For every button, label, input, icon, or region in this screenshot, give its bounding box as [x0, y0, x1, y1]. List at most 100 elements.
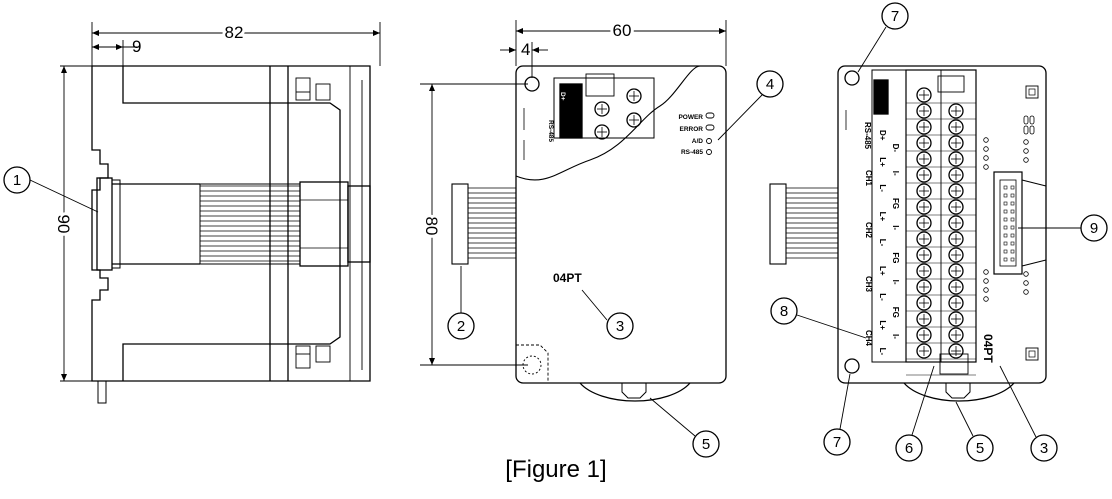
terminal-screw-icon: [948, 135, 964, 151]
terminal-screw-icon: [916, 103, 932, 119]
callout-8-circle: [770, 297, 798, 325]
terminal-label: D+: [878, 130, 887, 141]
terminal-screw-icon: [916, 231, 932, 247]
terminal-label: D-: [891, 144, 900, 153]
terminal-screw-icon: [948, 247, 964, 263]
callout-4-circle: [756, 70, 784, 98]
terminal-screw-icon: [916, 151, 932, 167]
channel-label-ch4: CH4: [864, 330, 873, 347]
front-model-label: 04PT: [553, 271, 582, 285]
callout-2-number: 2: [457, 318, 465, 335]
terminal-labels: D+ D- L+ I- L- FG L+ I- L- FG L+ I- L- FG L+ I- L-: [878, 130, 900, 355]
dim-4-label: 4: [521, 40, 530, 59]
channel-label-ch2: CH2: [864, 222, 873, 239]
callout-5-number-right: 5: [976, 440, 984, 457]
terminal-screw-icon: [948, 327, 964, 343]
terminal-screw-icon: [916, 327, 932, 343]
callout-7-number-top: 7: [891, 8, 899, 25]
led-label-rs485: RS-485: [681, 149, 703, 156]
callout-4-number: 4: [766, 76, 774, 93]
channel-label-ch3: CH3: [864, 276, 873, 293]
terminal-screw-icon: [916, 263, 932, 279]
dim-9-label: 9: [132, 37, 141, 56]
dim-80-label: 80: [422, 217, 441, 236]
terminal-label: L-: [878, 348, 887, 356]
terminal-screw-icon: [916, 295, 932, 311]
callout-6-number: 6: [905, 440, 913, 457]
figure-caption: [Figure 1]: [505, 456, 607, 483]
terminal-screw-icon: [948, 167, 964, 183]
callout-3-circle-right: [1030, 434, 1058, 462]
callout-5-number: 5: [702, 436, 710, 453]
callout-3-circle: [606, 312, 634, 340]
callout-8-number: 8: [780, 303, 788, 320]
terminal-label: L+: [878, 320, 887, 330]
front-view: [420, 20, 784, 458]
indicator-dots: [983, 115, 1035, 302]
dim-60-label: 60: [613, 21, 632, 40]
callout-7-circle-bottom: [823, 428, 851, 456]
terminal-label: L+: [878, 157, 887, 167]
led-label-ad: A/D: [692, 138, 704, 145]
terminal-screw-icon: [916, 247, 932, 263]
dim-82-label: 82: [225, 23, 244, 42]
terminal-model-label: 04PT: [981, 334, 995, 363]
terminal-screw-icon: [948, 343, 964, 359]
terminal-screw-icon: [916, 279, 932, 295]
callout-3-number-right: 3: [1040, 440, 1048, 457]
terminal-screw-icon: [948, 295, 964, 311]
callout-7-number-bottom: 7: [833, 434, 841, 451]
terminal-label: L-: [878, 184, 887, 192]
callout-5-circle-right: [966, 434, 994, 462]
terminal-port-label: RS-485: [863, 122, 872, 150]
terminal-screw-icon: [948, 183, 964, 199]
channel-label-ch1: CH1: [864, 170, 873, 187]
callout-5-circle: [692, 430, 720, 458]
terminal-screw-icon: [916, 199, 932, 215]
terminal-view: [769, 2, 1108, 462]
terminal-screw-icon: [948, 215, 964, 231]
terminal-screw-icon: [916, 119, 932, 135]
terminal-label: I-: [891, 280, 900, 285]
front-terminal-d-plus: D+: [559, 92, 566, 101]
terminal-screw-icon: [948, 199, 964, 215]
terminal-screw-icon: [948, 311, 964, 327]
terminal-screw-icon: [916, 135, 932, 151]
led-label-error: ERROR: [680, 126, 704, 133]
terminal-screw-icon: [916, 183, 932, 199]
terminal-screw-icon: [916, 87, 932, 103]
terminal-label: L+: [878, 212, 887, 222]
led-label-power: POWER: [678, 114, 703, 121]
terminal-label: I-: [891, 225, 900, 230]
terminal-screw-icon: [916, 167, 932, 183]
terminal-screw-icon: [948, 151, 964, 167]
callout-1-number: 1: [13, 172, 21, 189]
callout-7-circle-top: [881, 2, 909, 30]
dim-90-label: 90: [54, 215, 73, 234]
terminal-label: L-: [878, 293, 887, 301]
callout-3-number: 3: [616, 318, 624, 335]
terminal-label: FG: [891, 198, 900, 209]
terminal-label: FG: [891, 252, 900, 263]
terminal-screw-icon: [916, 215, 932, 231]
terminal-label: I-: [891, 171, 900, 176]
terminal-screw-icon: [916, 311, 932, 327]
terminal-label: FG: [891, 307, 900, 318]
callout-9-number: 9: [1090, 220, 1098, 237]
terminal-screw-icon: [948, 231, 964, 247]
terminal-screws: [906, 87, 976, 376]
callout-6-circle: [895, 434, 923, 462]
terminal-screw-icon: [916, 343, 932, 359]
terminal-screw-icon: [948, 103, 964, 119]
front-port-label: RS-485: [547, 120, 554, 142]
terminal-screw-icon: [948, 263, 964, 279]
terminal-label: I-: [891, 334, 900, 339]
terminal-screw-icon: [948, 119, 964, 135]
terminal-label: L-: [878, 239, 887, 247]
terminal-label: L+: [878, 266, 887, 276]
side-view: [3, 22, 381, 404]
terminal-screw-icon: [948, 279, 964, 295]
expansion-pins: [1003, 185, 1015, 262]
